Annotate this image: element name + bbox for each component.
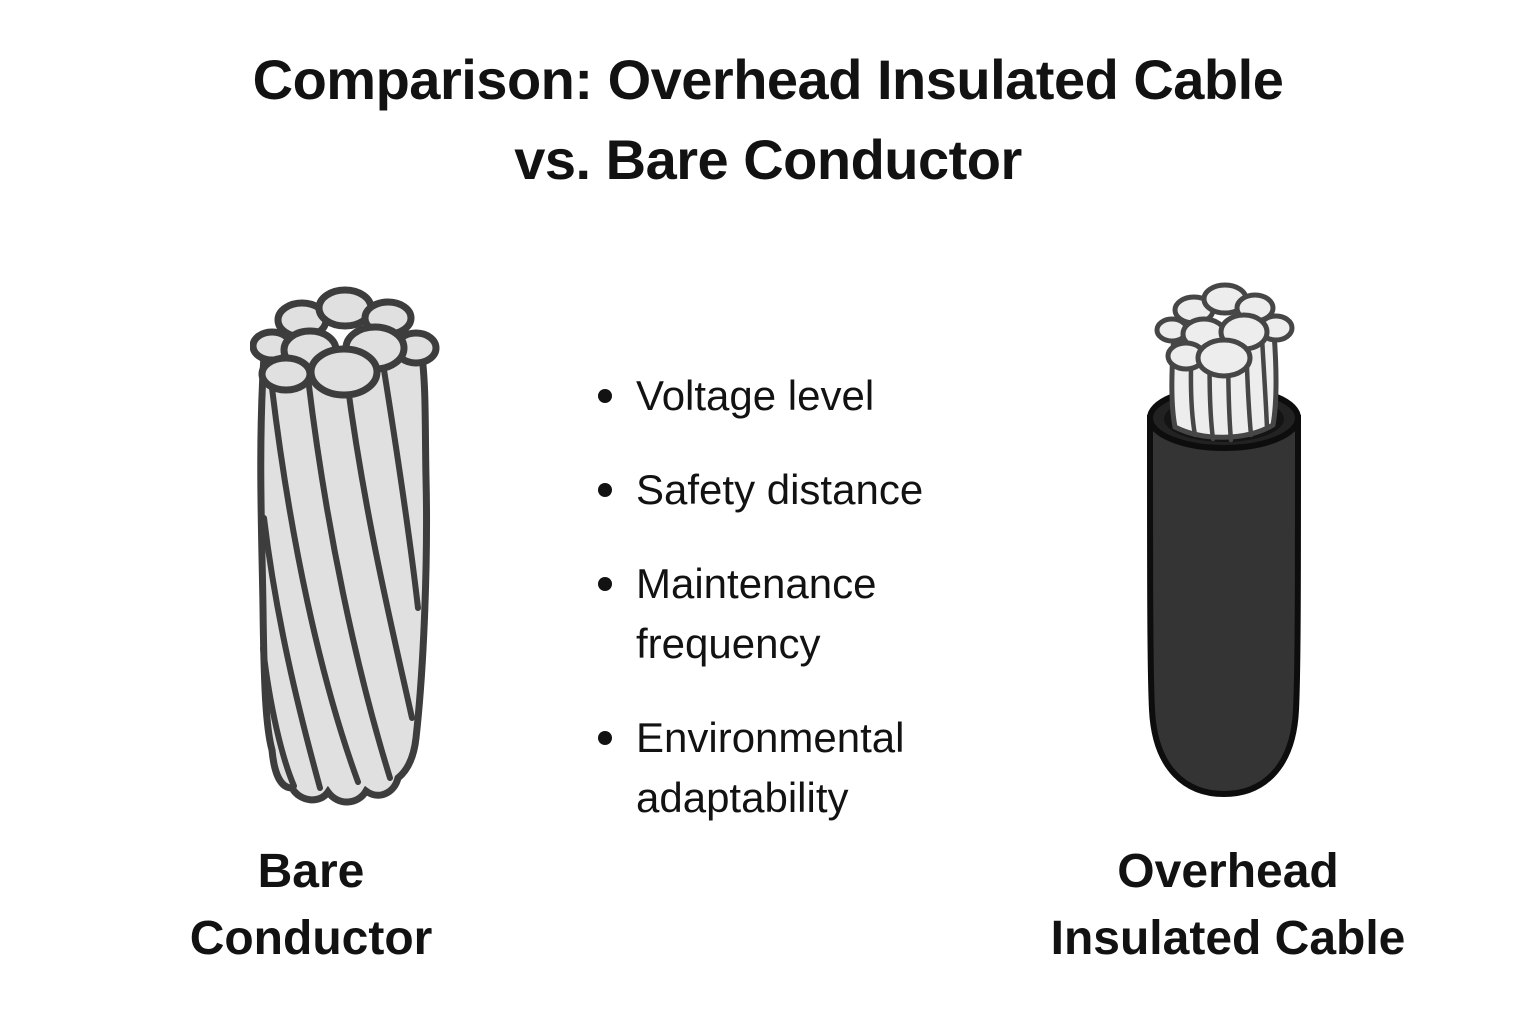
- bare-conductor-label: Bare Conductor: [121, 838, 501, 972]
- bullet-dot-icon: [598, 389, 612, 403]
- insulated-cable-figure: [1142, 278, 1302, 808]
- list-item: Safety distance: [598, 460, 990, 520]
- insulated-cable-label-line-2: Insulated Cable: [1050, 912, 1406, 966]
- comparison-points-list: Voltage level Safety distance Maintenanc…: [598, 366, 990, 862]
- title-line-2: vs. Bare Conductor: [514, 128, 1022, 192]
- list-item-label: Maintenance frequency: [636, 560, 877, 668]
- bullet-dot-icon: [598, 483, 612, 498]
- bare-conductor-label-line-1: Bare: [257, 845, 365, 898]
- list-item-label: Voltage level: [636, 372, 875, 419]
- insulated-cable-icon: [1142, 278, 1302, 808]
- title-line-1: Comparison: Overhead Insulated Cable: [252, 48, 1284, 111]
- bare-conductor-icon: [250, 278, 440, 813]
- bullet-dot-icon: [598, 577, 612, 592]
- bare-conductor-figure: [250, 278, 440, 813]
- list-item: Voltage level: [598, 366, 990, 426]
- bare-conductor-label-line-2: Conductor: [189, 912, 433, 966]
- insulated-cable-label-line-1: Overhead: [1117, 845, 1339, 898]
- list-item-label: Environmental adaptability: [636, 714, 905, 822]
- list-item: Environmental adaptability: [598, 708, 990, 828]
- list-item: Maintenance frequency: [598, 554, 990, 674]
- diagram-title: Comparison: Overhead Insulated Cable vs.…: [0, 40, 1536, 200]
- list-item-label: Safety distance: [636, 466, 924, 514]
- bullet-dot-icon: [598, 731, 612, 746]
- insulated-cable-label: Overhead Insulated Cable: [1028, 838, 1428, 972]
